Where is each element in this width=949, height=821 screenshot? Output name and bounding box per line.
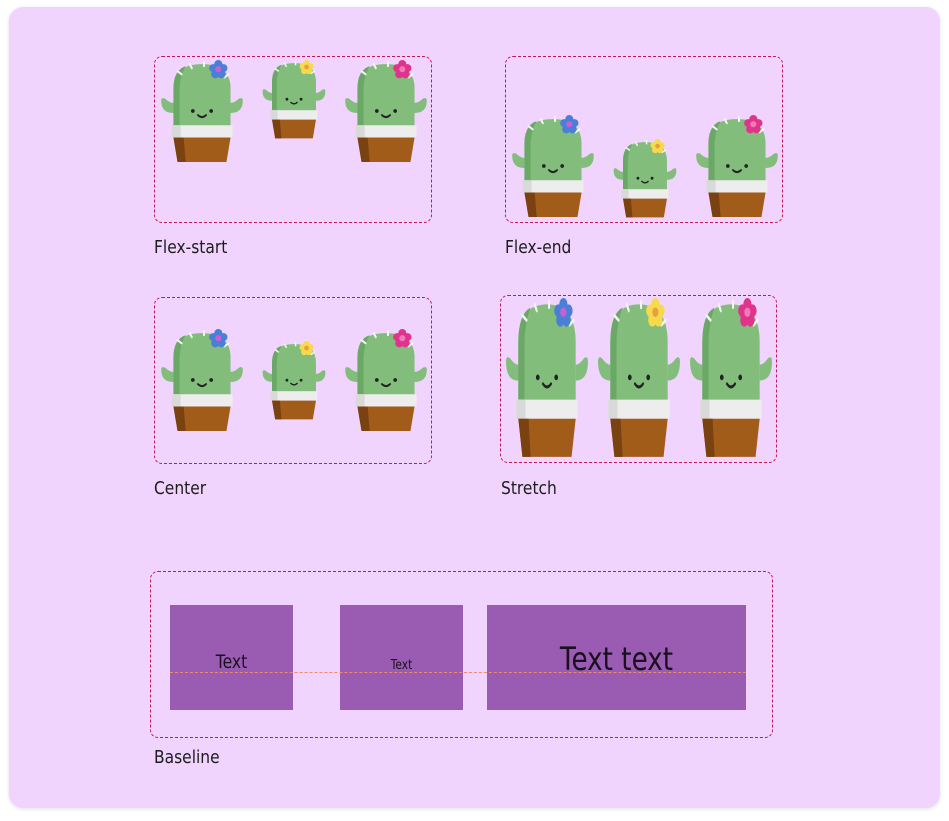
cactus-icon (504, 298, 590, 459)
baseline-label: Baseline (154, 747, 220, 768)
baseline-box-1: Text (170, 605, 293, 710)
cactus-icon (596, 298, 682, 459)
baseline-box-2: Text (340, 605, 463, 710)
cactus-icon (344, 60, 428, 163)
center-label: Center (154, 478, 207, 499)
baseline-box-3: Text text (487, 605, 746, 710)
flex-end-container (505, 56, 783, 223)
baseline-box-text: Text (390, 658, 413, 673)
cactus-icon (511, 115, 595, 218)
flex-start-container (154, 56, 432, 223)
stretch-container (500, 295, 777, 463)
cactus-icon (160, 329, 244, 432)
baseline-container (150, 571, 773, 738)
flex-start-label: Flex-start (154, 237, 228, 258)
cactus-icon (160, 60, 244, 163)
center-container (154, 297, 432, 464)
baseline-box-text: Text (215, 651, 248, 673)
cactus-icon (695, 115, 779, 218)
flex-end-label: Flex-end (505, 237, 572, 258)
cactus-icon (344, 329, 428, 432)
cactus-icon (612, 139, 678, 219)
canvas (9, 7, 940, 808)
baseline-box-text: Text text (559, 640, 674, 678)
stretch-label: Stretch (501, 478, 557, 499)
cactus-icon (261, 60, 327, 140)
cactus-icon (688, 298, 774, 459)
cactus-icon (261, 341, 327, 421)
baseline-guide (170, 672, 746, 673)
